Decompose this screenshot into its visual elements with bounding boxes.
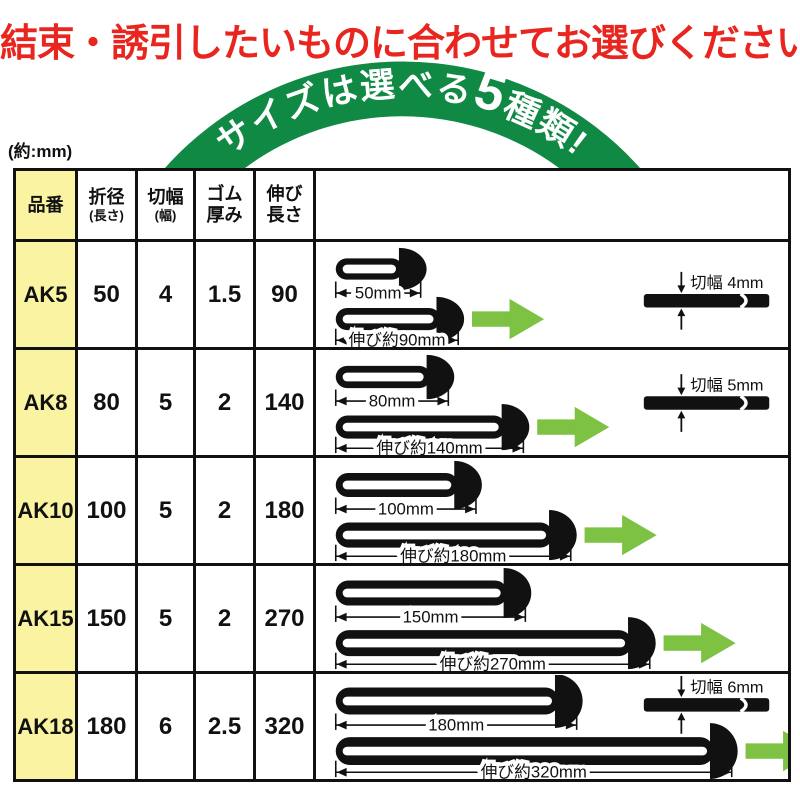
svg-text:伸び約270mm: 伸び約270mm	[440, 654, 546, 670]
svg-text:伸び約320mm: 伸び約320mm	[481, 762, 587, 778]
size-diagram: 180mm 伸び約320mm 切幅 6mm	[334, 674, 788, 779]
product-code: AK8	[13, 347, 78, 458]
cut-width-value: 5	[135, 563, 196, 674]
thickness-value: 2	[193, 347, 256, 458]
svg-text:切幅 6mm: 切幅 6mm	[690, 678, 763, 696]
col-header-rubber-thickness: ゴム 厚み	[193, 168, 256, 242]
table-row-ak18: AK18 180 6 2.5 320 180mm 伸び約320mm 切幅 6mm	[13, 671, 791, 782]
col-header-fold-diameter: 折径 (長さ)	[75, 168, 138, 242]
svg-text:伸び約180mm: 伸び約180mm	[400, 546, 506, 562]
row-diagram-cell: 180mm 伸び約320mm 切幅 6mm	[313, 671, 791, 782]
fold-diameter-value: 100	[75, 455, 138, 566]
fold-diameter-value: 80	[75, 347, 138, 458]
table-row-ak5: AK5 50 4 1.5 90 50mm 伸び約90mm 切幅 4mm	[13, 239, 791, 350]
thickness-value: 1.5	[193, 239, 256, 350]
fold-diameter-value: 50	[75, 239, 138, 350]
col-header-diagram	[313, 168, 791, 242]
svg-text:50mm: 50mm	[355, 283, 402, 302]
stretch-value: 90	[253, 239, 316, 350]
thickness-value: 2.5	[193, 671, 256, 782]
row-diagram-cell: 50mm 伸び約90mm 切幅 4mm	[313, 239, 791, 350]
stretch-value: 180	[253, 455, 316, 566]
stretch-value: 320	[253, 671, 316, 782]
table-row-ak8: AK8 80 5 2 140 80mm 伸び約140mm 切幅 5mm	[13, 347, 791, 458]
unit-note: (約:mm)	[8, 142, 73, 161]
svg-text:伸び約90mm: 伸び約90mm	[349, 330, 446, 346]
row-diagram-cell: 100mm 伸び約180mm	[313, 455, 791, 566]
thickness-value: 2	[193, 563, 256, 674]
table-row-ak10: AK10 100 5 2 180 100mm 伸び約180mm	[13, 455, 791, 566]
svg-text:150mm: 150mm	[403, 607, 459, 626]
row-diagram-cell: 150mm 伸び約270mm	[313, 563, 791, 674]
stretch-value: 270	[253, 563, 316, 674]
fold-diameter-value: 180	[75, 671, 138, 782]
header-row: 品番 折径 (長さ) 切幅 (幅) ゴム 厚み 伸び 長さ	[13, 168, 791, 242]
product-code: AK18	[13, 671, 78, 782]
svg-text:伸び約140mm: 伸び約140mm	[376, 438, 482, 454]
row-diagram-cell: 80mm 伸び約140mm 切幅 5mm	[313, 347, 791, 458]
size-diagram: 50mm 伸び約90mm 切幅 4mm	[334, 247, 770, 347]
cut-width-value: 5	[135, 455, 196, 566]
fold-diameter-value: 150	[75, 563, 138, 674]
page-title: 結束・誘引したいものに合わせてお選びください	[0, 23, 800, 65]
svg-text:80mm: 80mm	[369, 391, 416, 410]
svg-text:切幅 5mm: 切幅 5mm	[690, 376, 763, 394]
stretch-value: 140	[253, 347, 316, 458]
cut-width-value: 6	[135, 671, 196, 782]
col-header-code: 品番	[13, 168, 78, 242]
col-header-cut-width: 切幅 (幅)	[135, 168, 196, 242]
col-header-stretch-length: 伸び 長さ	[253, 168, 316, 242]
svg-text:切幅 4mm: 切幅 4mm	[690, 274, 763, 292]
size-arc-banner: サイズは選べる5種類!	[165, 61, 640, 168]
svg-text:180mm: 180mm	[428, 715, 484, 734]
size-diagram: 80mm 伸び約140mm 切幅 5mm	[334, 354, 770, 455]
size-diagram: 100mm 伸び約180mm	[334, 460, 657, 563]
thickness-value: 2	[193, 455, 256, 566]
size-spec-table: 品番 折径 (長さ) 切幅 (幅) ゴム 厚み 伸び 長さ	[13, 168, 791, 782]
table-row-ak15: AK15 150 5 2 270 150mm 伸び約270mm	[13, 563, 791, 674]
arc-shape	[165, 61, 640, 168]
size-diagram: 150mm 伸び約270mm	[334, 567, 736, 671]
cut-width-value: 4	[135, 239, 196, 350]
product-code: AK10	[13, 455, 78, 566]
cut-width-value: 5	[135, 347, 196, 458]
product-code: AK5	[13, 239, 78, 350]
svg-text:100mm: 100mm	[378, 499, 434, 518]
product-code: AK15	[13, 563, 78, 674]
